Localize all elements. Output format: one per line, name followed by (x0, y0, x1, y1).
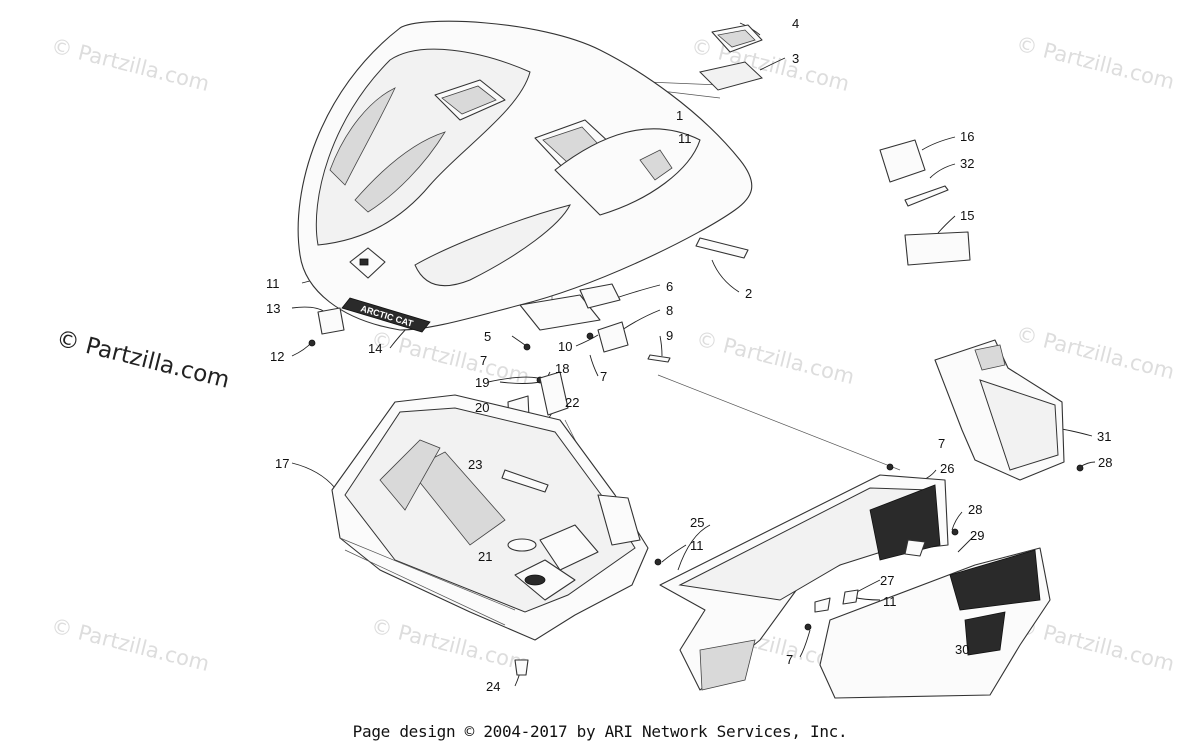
callout-19: 19 (475, 375, 489, 390)
front-nose-part (659, 463, 959, 691)
callout-11-panel: 11 (883, 594, 897, 609)
watermark: © Partzilla.com (1014, 32, 1177, 94)
watermark: © Partzilla.com (49, 614, 212, 676)
callout-27: 27 (880, 573, 894, 588)
callout-10: 10 (558, 339, 572, 354)
storage-bin-part (331, 394, 662, 676)
callout-31: 31 (1097, 429, 1111, 444)
callout-6: 6 (666, 279, 673, 294)
watermark: © Partzilla.com (1014, 614, 1177, 676)
callout-20: 20 (475, 400, 489, 415)
callout-9: 9 (666, 328, 673, 343)
callout-8: 8 (666, 303, 673, 318)
callout-29: 29 (970, 528, 984, 543)
callout-16: 16 (960, 129, 974, 144)
callout-23: 23 (468, 457, 482, 472)
callout-21: 21 (478, 549, 492, 564)
callouts: 4 3 1 11 2 16 32 15 11 13 12 14 6 8 9 5 … (266, 16, 1112, 694)
callout-7-nose: 7 (938, 436, 945, 451)
watermark: © Partzilla.com (49, 34, 212, 96)
callout-7-bottom: 7 (786, 652, 793, 667)
callout-15: 15 (960, 208, 974, 223)
callout-3: 3 (792, 51, 799, 66)
callout-13: 13 (266, 301, 280, 316)
callout-7-upper: 7 (600, 369, 607, 384)
lower-panel-part (804, 547, 1051, 699)
watermark: © Partzilla.com (694, 327, 857, 389)
callout-12: 12 (270, 349, 284, 364)
callout-18: 18 (555, 361, 569, 376)
callout-11-bin: 11 (690, 538, 704, 553)
callout-4: 4 (792, 16, 799, 31)
watermark-main: © Partzilla.com (54, 326, 233, 394)
footer-copyright: Page design © 2004-2017 by ARI Network S… (352, 722, 848, 741)
callout-22: 22 (565, 395, 579, 410)
callout-26: 26 (940, 461, 954, 476)
callout-25: 25 (690, 515, 704, 530)
callout-17: 17 (275, 456, 289, 471)
callout-32: 32 (960, 156, 974, 171)
watermark: © Partzilla.com (1014, 322, 1177, 384)
callout-11-left: 11 (266, 276, 280, 291)
callout-28-right: 28 (1098, 455, 1112, 470)
watermark: © Partzilla.com (369, 327, 532, 389)
side-panel-part (934, 339, 1084, 481)
callout-14: 14 (368, 341, 382, 356)
hood-part: ARCTIC CAT (297, 20, 753, 333)
callout-11-hood: 11 (678, 131, 692, 146)
callout-30: 30 (955, 642, 969, 657)
callout-1: 1 (676, 108, 683, 123)
callout-2: 2 (745, 286, 752, 301)
callout-7-left: 7 (480, 353, 487, 368)
callout-5: 5 (484, 329, 491, 344)
callout-24: 24 (486, 679, 500, 694)
callout-28-lower: 28 (968, 502, 982, 517)
